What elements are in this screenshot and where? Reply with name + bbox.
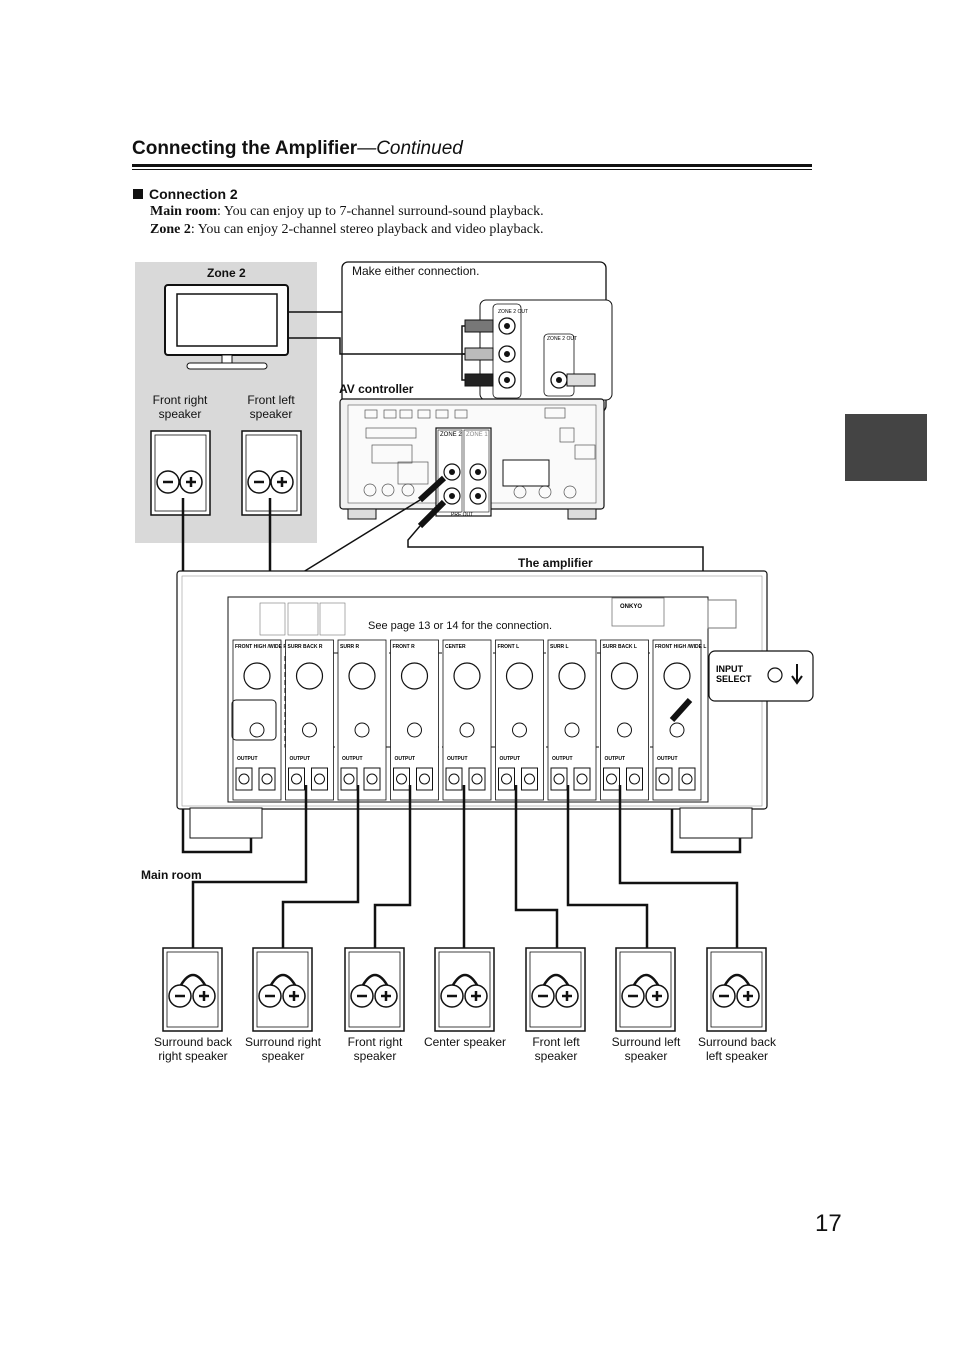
main-room-text: : You can enjoy up to 7-channel surround…	[217, 204, 544, 219]
svg-text:OUTPUT: OUTPUT	[500, 756, 521, 762]
svg-text:SELECT: SELECT	[716, 674, 752, 684]
svg-text:OUTPUT: OUTPUT	[447, 756, 468, 762]
amplifier-caption: The amplifier	[518, 556, 593, 570]
zone2-speaker-right	[150, 430, 211, 516]
amp-channel: OUTPUT CENTER	[442, 639, 492, 801]
zone2-caption: Zone 2	[207, 266, 246, 280]
title-continued: —Continued	[357, 138, 463, 159]
page-title: Connecting the Amplifier—Continued	[132, 138, 463, 160]
av-controller-caption: AV controller	[339, 382, 414, 396]
amp-channel: OUTPUT SURR L	[547, 639, 597, 801]
zone2-out-label: ZONE 2 OUT	[498, 309, 528, 315]
main-speaker	[344, 947, 405, 1032]
amp-channel: OUTPUT FRONT HIGH /WIDE L	[652, 639, 706, 801]
title-text: Connecting the Amplifier	[132, 138, 358, 159]
amp-channel: OUTPUT SURR BACK L	[600, 639, 649, 801]
see-page-note: See page 13 or 14 for the connection.	[368, 620, 553, 632]
brand-label: ONKYO	[620, 604, 642, 610]
main-speaker	[252, 947, 313, 1032]
svg-text:OUTPUT: OUTPUT	[290, 756, 311, 762]
zone2-panel-label: ZONE 2	[440, 432, 462, 438]
main-speaker	[615, 947, 676, 1032]
zone1-panel-label: ZONE 1	[466, 432, 488, 438]
main-room-caption: Main room	[141, 868, 202, 882]
main-room-description: Main room: You can enjoy up to 7-channel…	[150, 204, 544, 220]
svg-text:OUTPUT: OUTPUT	[395, 756, 416, 762]
main-speaker	[706, 947, 767, 1032]
page-number: 17	[815, 1210, 842, 1237]
tv-icon	[164, 284, 289, 370]
main-speaker	[434, 947, 495, 1032]
main-room-label: Main room	[150, 204, 218, 219]
svg-text:OUTPUT: OUTPUT	[342, 756, 363, 762]
input-select-callout: INPUT SELECT	[708, 650, 814, 702]
svg-text:ZONE 2 OUT: ZONE 2 OUT	[547, 336, 577, 342]
amp-channel: OUTPUT FRONT L	[495, 639, 544, 801]
zone2-description: Zone 2: You can enjoy 2-channel stereo p…	[150, 222, 543, 238]
svg-text:OUTPUT: OUTPUT	[237, 756, 258, 762]
zone2-speaker-left	[241, 430, 302, 516]
svg-text:OUTPUT: OUTPUT	[657, 756, 678, 762]
section-heading: Connection 2	[133, 186, 238, 202]
title-rule	[132, 164, 812, 167]
make-either-caption: Make either connection.	[352, 264, 480, 278]
amp-channel: OUTPUT FRONT HIGH /WIDE R	[232, 639, 287, 801]
svg-text:FRONT HIGH /WIDE L: FRONT HIGH /WIDE L	[655, 644, 706, 650]
svg-text:FRONT HIGH /WIDE R: FRONT HIGH /WIDE R	[235, 644, 287, 650]
title-rule-thin	[132, 169, 812, 170]
pre-out-label: PRE OUT	[451, 512, 473, 518]
amp-channel: OUTPUT SURR R	[337, 639, 387, 801]
svg-text:SURR L: SURR L	[550, 644, 569, 650]
svg-text:SURR BACK L: SURR BACK L	[603, 644, 637, 650]
main-speaker-label: Center speaker	[423, 1035, 507, 1049]
section-heading-text: Connection 2	[149, 186, 238, 202]
svg-text:OUTPUT: OUTPUT	[552, 756, 573, 762]
zone2-text: : You can enjoy 2-channel stereo playbac…	[190, 222, 544, 237]
svg-text:OUTPUT: OUTPUT	[605, 756, 626, 762]
svg-text:CENTER: CENTER	[445, 644, 466, 650]
main-speaker	[525, 947, 586, 1032]
svg-text:FRONT L: FRONT L	[498, 644, 520, 650]
svg-text:SURR BACK R: SURR BACK R	[288, 644, 323, 650]
side-tab	[845, 414, 927, 481]
square-bullet-icon	[133, 189, 143, 199]
svg-text:FRONT R: FRONT R	[393, 644, 416, 650]
svg-text:SURR R: SURR R	[340, 644, 360, 650]
main-speaker	[162, 947, 223, 1032]
amp-channel: OUTPUT SURR BACK R	[285, 639, 334, 801]
amp-channel: OUTPUT FRONT R	[390, 639, 439, 801]
svg-text:INPUT: INPUT	[716, 664, 744, 674]
zone2-label: Zone 2	[150, 222, 191, 237]
